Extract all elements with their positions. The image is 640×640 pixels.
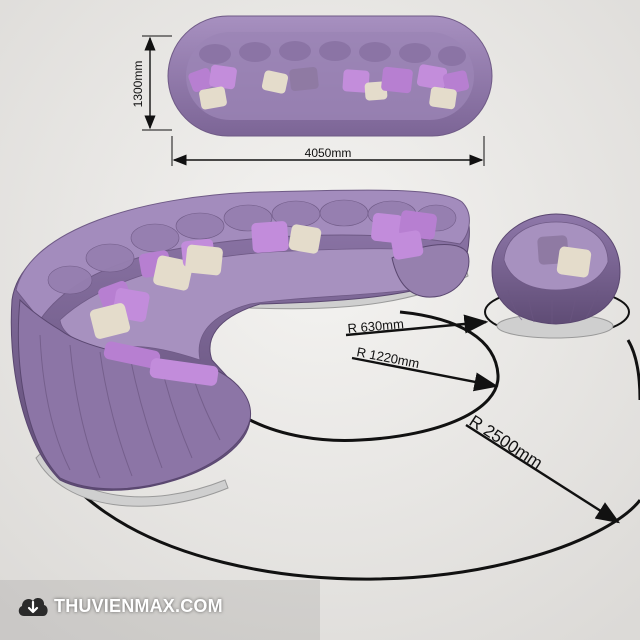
watermark-text: THUVIENMAX.COM xyxy=(54,595,223,616)
dimension-width-label: 4050mm xyxy=(305,146,352,160)
dimension-width: 4050mm xyxy=(171,136,485,166)
top-view-sofa xyxy=(167,15,493,137)
outer-radius-arc xyxy=(38,429,640,581)
top-view-pillows xyxy=(188,64,470,110)
radius-arrows xyxy=(345,314,621,524)
dimension-height-label: 1300mm xyxy=(131,61,145,108)
watermark: THUVIENMAX.COM xyxy=(16,592,223,620)
radius-inner-label: R 630mm xyxy=(347,316,404,336)
curved-sofa xyxy=(10,189,470,507)
round-armchair xyxy=(491,213,621,339)
sofa-pillows xyxy=(89,210,437,386)
cloud-download-icon xyxy=(18,597,48,616)
watermark-shade xyxy=(0,580,320,640)
dimension-height: 1300mm xyxy=(131,35,172,131)
